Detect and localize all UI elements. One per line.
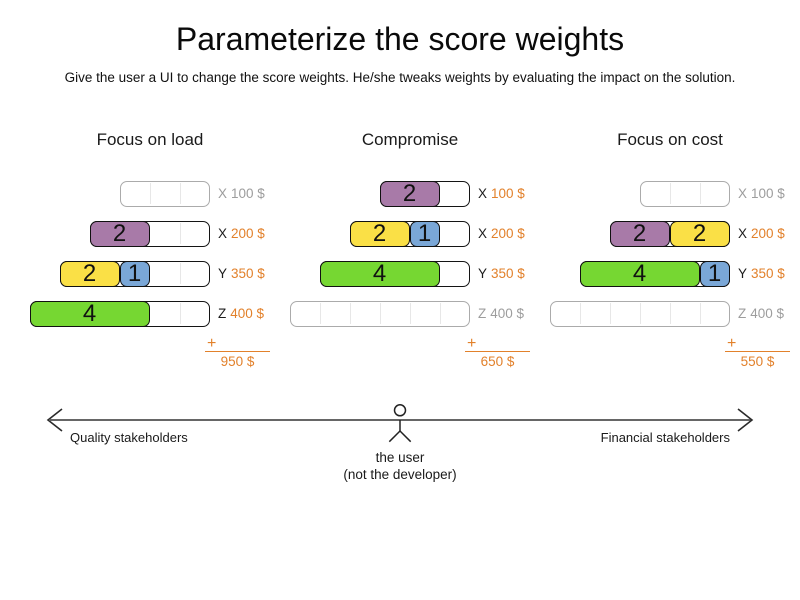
constraint-cost: 200 $ bbox=[751, 226, 785, 241]
user-stick-figure-icon bbox=[388, 404, 412, 443]
weight-row-box bbox=[120, 181, 210, 207]
weight-row-box bbox=[640, 181, 730, 207]
weight-block-yellow: 2 bbox=[669, 220, 730, 247]
column-total: 650 $ bbox=[480, 354, 515, 369]
weight-row-box: 4 bbox=[29, 300, 210, 327]
constraint-cost: 100 $ bbox=[491, 186, 525, 201]
left-arrowhead-icon bbox=[46, 408, 63, 432]
constraint-name: X bbox=[478, 186, 488, 201]
page-subtitle: Give the user a UI to change the score w… bbox=[64, 70, 736, 85]
cell-divider bbox=[609, 303, 611, 324]
sum-line bbox=[205, 351, 270, 352]
weight-row-box: 2 bbox=[379, 180, 470, 207]
weight-row-box bbox=[290, 301, 470, 327]
constraint-cost: 350 $ bbox=[751, 266, 785, 281]
weight-block-purple: 2 bbox=[89, 220, 150, 247]
constraint-cost: 400 $ bbox=[490, 306, 525, 321]
constraint-name: Z bbox=[478, 306, 487, 321]
cell-divider bbox=[669, 303, 671, 324]
constraint-cost: 400 $ bbox=[750, 306, 785, 321]
cell-divider bbox=[179, 263, 181, 284]
constraint-cost: 350 $ bbox=[231, 266, 265, 281]
weight-block-green: 4 bbox=[29, 300, 150, 327]
constraint-name: X bbox=[218, 226, 228, 241]
cell-divider bbox=[699, 183, 701, 204]
cell-divider bbox=[669, 183, 671, 204]
column-title-focus-on-cost: Focus on cost bbox=[617, 130, 723, 149]
stakeholder-axis bbox=[46, 404, 754, 443]
cell-divider bbox=[319, 303, 321, 324]
the-user-label: the user bbox=[375, 450, 425, 465]
column-total: 550 $ bbox=[740, 354, 775, 369]
weight-block-yellow: 2 bbox=[349, 220, 410, 247]
weight-block-blue: 1 bbox=[409, 220, 440, 247]
plus-sign: + bbox=[727, 335, 737, 352]
sum-line bbox=[725, 351, 790, 352]
constraint-name: X bbox=[218, 186, 228, 201]
constraint-name: Z bbox=[218, 306, 227, 321]
constraint-cost: 100 $ bbox=[231, 186, 265, 201]
cell-divider bbox=[639, 303, 641, 324]
quality-stakeholders-label: Quality stakeholders bbox=[70, 430, 188, 445]
weight-row-box: 2 bbox=[89, 220, 210, 247]
weight-block-purple: 2 bbox=[609, 220, 670, 247]
weight-row-box: 4 bbox=[319, 260, 470, 287]
constraint-cost: 200 $ bbox=[491, 226, 525, 241]
not-the-developer-label: (not the developer) bbox=[343, 467, 457, 482]
constraint-cost: 200 $ bbox=[231, 226, 265, 241]
constraint-name: Y bbox=[218, 266, 228, 281]
constraint-cost: 350 $ bbox=[491, 266, 525, 281]
plus-sign: + bbox=[207, 335, 217, 352]
cell-divider bbox=[409, 303, 411, 324]
column-title-focus-on-load: Focus on load bbox=[96, 130, 204, 149]
cell-divider bbox=[179, 303, 181, 324]
column-title-compromise: Compromise bbox=[361, 130, 459, 149]
weight-block-blue: 1 bbox=[119, 260, 150, 287]
cell-divider bbox=[179, 183, 181, 204]
sum-line bbox=[465, 351, 530, 352]
right-arrowhead-icon bbox=[737, 408, 754, 432]
weight-row-box bbox=[550, 301, 730, 327]
constraint-name: Y bbox=[478, 266, 488, 281]
cell-divider bbox=[439, 303, 441, 324]
constraint-name: X bbox=[738, 186, 748, 201]
constraint-cost: 100 $ bbox=[751, 186, 785, 201]
constraint-name: Z bbox=[738, 306, 747, 321]
weight-block-green: 4 bbox=[319, 260, 440, 287]
weight-block-purple: 2 bbox=[379, 180, 440, 207]
weight-block-yellow: 2 bbox=[59, 260, 120, 287]
cell-divider bbox=[349, 303, 351, 324]
weight-block-green: 4 bbox=[579, 260, 700, 287]
constraint-cost: 400 $ bbox=[230, 306, 265, 321]
financial-stakeholders-label: Financial stakeholders bbox=[600, 430, 730, 445]
cell-divider bbox=[579, 303, 581, 324]
cell-divider bbox=[149, 183, 151, 204]
cell-divider bbox=[699, 303, 701, 324]
constraint-name: X bbox=[478, 226, 488, 241]
page-title: Parameterize the score weights bbox=[175, 21, 625, 57]
cell-divider bbox=[179, 223, 181, 244]
cell-divider bbox=[379, 303, 381, 324]
weight-block-blue: 1 bbox=[699, 260, 730, 287]
constraint-name: X bbox=[738, 226, 748, 241]
column-total: 950 $ bbox=[220, 354, 255, 369]
constraint-name: Y bbox=[738, 266, 748, 281]
plus-sign: + bbox=[467, 335, 477, 352]
